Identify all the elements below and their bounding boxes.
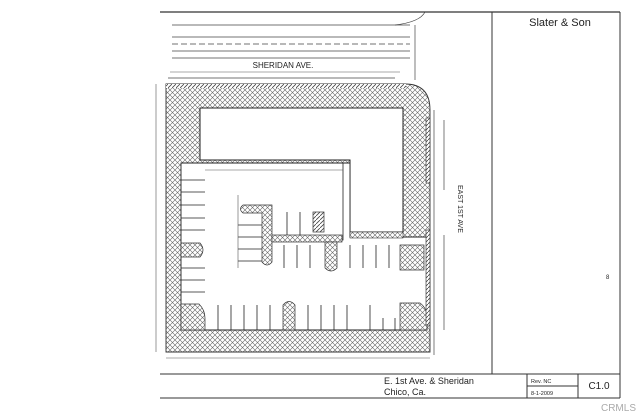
- drawing-date: 8-1-2009: [531, 391, 553, 397]
- frontage-strip: [166, 84, 406, 88]
- side-mark: 8: [606, 275, 610, 281]
- landscape-strip: [349, 231, 404, 239]
- trash-enclosure: [312, 211, 325, 233]
- sheet-frame: [160, 11, 621, 399]
- firm-name: Slater & Son: [529, 17, 591, 29]
- watermark: CRMLS: [601, 403, 636, 414]
- east-1st-ave-street: [425, 110, 445, 355]
- revision-label: Rev. NC: [531, 379, 551, 385]
- dimension-lines: [155, 71, 430, 359]
- street-label-east: EAST 1ST AVE: [456, 185, 463, 233]
- sheet-number: C1.0: [588, 381, 610, 392]
- project-location-line2: Chico, Ca.: [384, 387, 426, 397]
- parking-islands: [180, 204, 428, 331]
- sheridan-ave-street: [168, 11, 426, 80]
- project-location-line1: E. 1st Ave. & Sheridan: [384, 376, 474, 386]
- street-label-north: SHERIDAN AVE.: [253, 61, 314, 70]
- parking-stalls: [181, 179, 396, 330]
